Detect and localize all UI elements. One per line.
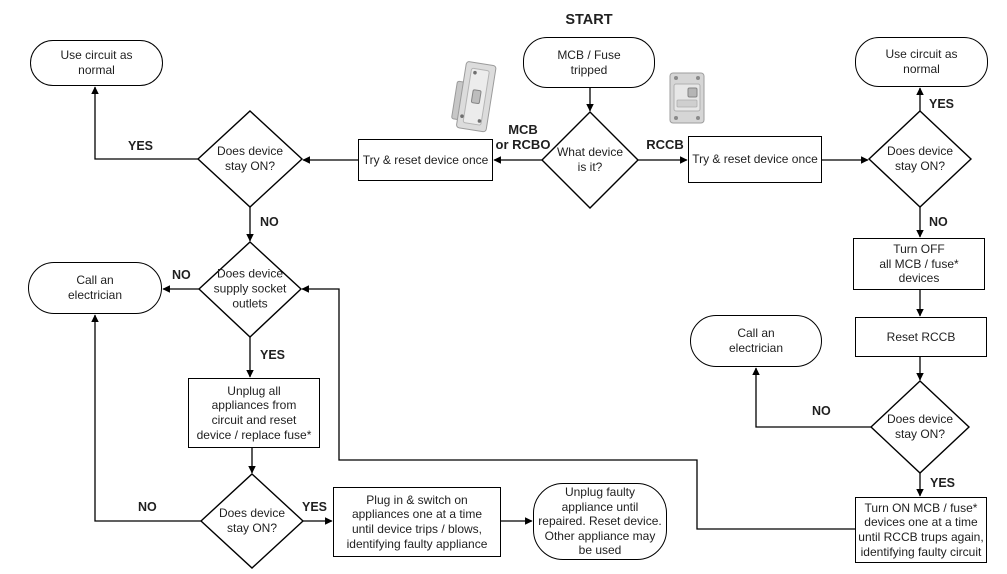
rccb-device-photo [666, 71, 708, 130]
process-unplug-all-appliances: Unplug all appliances from circuit and r… [188, 378, 320, 448]
edge-turnon-feedback-to-supplysocket [301, 285, 855, 530]
mcb-device-photo [446, 60, 504, 141]
edge-label-l3-yes: YES [302, 500, 328, 514]
decision-stay-on-left-bottom-label: Does device stay ON? [218, 506, 286, 535]
terminator-unplug-faulty-appliance: Unplug faulty appliance until repaired. … [533, 483, 667, 560]
decision-stay-on-right-bottom-label: Does device stay ON? [886, 412, 954, 441]
edge-stayon-r2-no-to-electrician-r [752, 367, 871, 428]
terminator-mcb-fuse-tripped: MCB / Fuse tripped [523, 37, 655, 88]
decision-stay-on-right-top-label: Does device stay ON? [886, 144, 954, 173]
branch-label-mcb-or-rcbo: MCB or RCBO [495, 122, 551, 152]
rccb-device-photo-graphic [669, 72, 705, 124]
mcb-device-photo-graphic [451, 61, 497, 133]
process-plug-in-one-at-a-time: Plug in & switch on appliances one at a … [333, 487, 501, 557]
decision-stay-on-left-top-label: Does device stay ON? [216, 144, 284, 173]
process-turn-on-one-at-a-time: Turn ON MCB / fuse* devices one at a tim… [855, 497, 987, 563]
edge-stayon-l1-yes-to-usenormal-l [91, 86, 198, 160]
process-reset-rccb: Reset RCCB [855, 317, 987, 357]
edge-stayon-l2-no-to-electrician-l [91, 314, 201, 522]
edge-label-l2-no: NO [172, 268, 191, 282]
edge-label-l3-no: NO [138, 500, 157, 514]
terminator-use-circuit-normal-left: Use circuit as normal [30, 40, 163, 86]
edge-label-l2-yes: YES [260, 348, 286, 362]
process-turn-off-all-devices: Turn OFF all MCB / fuse* devices [853, 238, 985, 290]
start-title: START [565, 12, 613, 28]
terminator-use-circuit-normal-right: Use circuit as normal [855, 37, 988, 87]
edge-label-l1-yes: YES [128, 139, 154, 153]
edge-label-r2-no: NO [812, 404, 831, 418]
decision-what-device-label: What device is it? [556, 145, 624, 174]
edge-label-r1-no: NO [929, 215, 948, 229]
decision-stay-on-left-bottom-shape [199, 473, 305, 569]
edge-label-r2-yes: YES [930, 476, 956, 490]
branch-label-rccb: RCCB [646, 137, 684, 152]
process-try-reset-left: Try & reset device once [358, 139, 493, 181]
terminator-call-electrician-left: Call an electrician [28, 262, 162, 314]
edge-label-r1-yes: YES [929, 97, 955, 111]
edge-label-l1-no: NO [260, 215, 279, 229]
decision-supply-socket-label: Does device supply socket outlets [213, 266, 287, 311]
terminator-call-electrician-right: Call an electrician [690, 315, 822, 367]
process-try-reset-right: Try & reset device once [688, 136, 822, 183]
decision-what-device-shape [541, 111, 639, 209]
